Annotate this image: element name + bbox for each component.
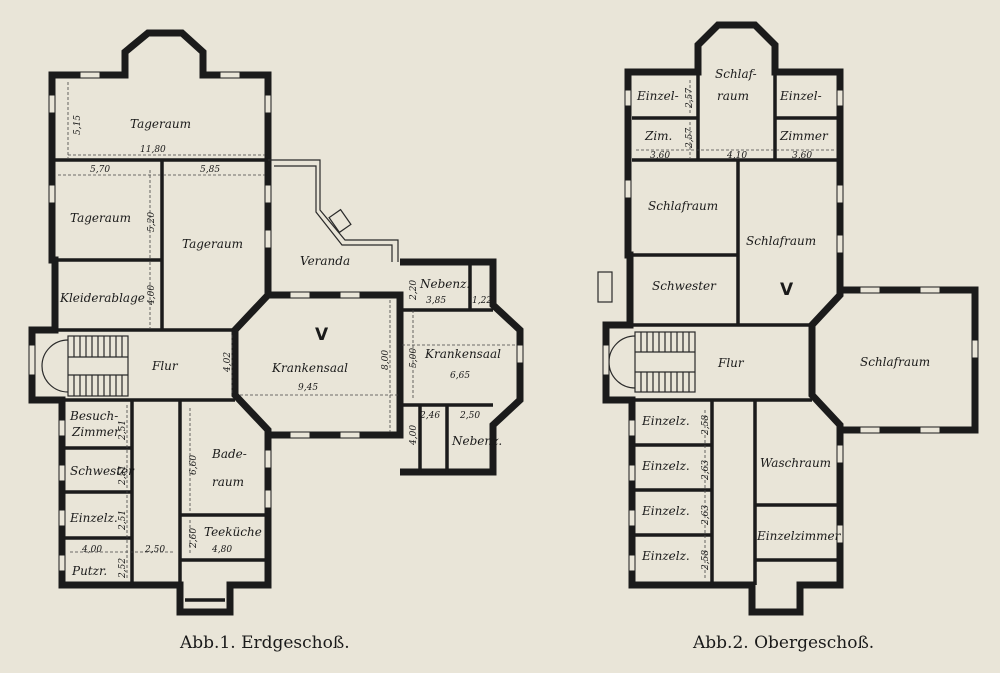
label-schlaf-2: raum bbox=[717, 89, 749, 103]
label-baderaum-2: raum bbox=[212, 475, 244, 489]
label-einzelz-2: Einzelz. bbox=[641, 459, 690, 473]
dim-5-70: 5,70 bbox=[90, 165, 110, 175]
label-schlafraum-1: Schlafraum bbox=[648, 199, 718, 213]
dim-2-51-a: 2,51 bbox=[118, 420, 128, 441]
label-v-upper: V bbox=[780, 280, 794, 300]
label-besuch-2: Zimmer bbox=[71, 425, 121, 439]
label-zimmer: Zimmer bbox=[779, 129, 829, 143]
label-kleiderablage: Kleiderablage bbox=[59, 291, 145, 305]
dim-4-00-vertical: 4,00 bbox=[147, 285, 157, 306]
dim-4-02: 4,02 bbox=[223, 352, 233, 373]
label-schlafraum-3: Schlafraum bbox=[860, 355, 930, 369]
label-flur-upper: Flur bbox=[717, 356, 745, 370]
dim-4-00: 4,00 bbox=[81, 545, 102, 555]
dim-2-57-b: 2,57 bbox=[685, 128, 695, 149]
dim-2-20: 2,20 bbox=[409, 280, 419, 301]
dim-4-00-east: 4,00 bbox=[409, 425, 419, 446]
label-nebenz-bottom: Nebenz. bbox=[451, 434, 502, 448]
upper-outer-wall bbox=[602, 21, 844, 616]
veranda-outline bbox=[268, 159, 399, 262]
label-einzelz-1: Einzelz. bbox=[641, 414, 690, 428]
label-zim: Zim. bbox=[644, 129, 672, 143]
dim-2-50-corridor: 2,50 bbox=[144, 545, 165, 555]
dim-11-80: 11,80 bbox=[140, 145, 166, 155]
plan-upper-floor: Schlaf- raum Einzel- Einzel- Zim. Zimmer… bbox=[597, 21, 979, 616]
label-krankensaal-east: Krankensaal bbox=[424, 347, 501, 361]
dim-6-60: 6,60 bbox=[189, 455, 199, 475]
dim-2-52: 2,52 bbox=[118, 558, 128, 579]
label-teekueche: Teeküche bbox=[204, 525, 262, 539]
dim-2-58-a: 2,58 bbox=[701, 415, 711, 436]
upper-windows bbox=[602, 89, 979, 572]
label-tageraum-3: Tageraum bbox=[182, 237, 243, 251]
dim-2-46: 2,46 bbox=[419, 411, 440, 421]
dim-1-22: 1,22 bbox=[472, 296, 492, 306]
dim-2-58-b: 2,58 bbox=[701, 550, 711, 571]
dim-5-85: 5,85 bbox=[200, 165, 220, 175]
label-tageraum-1: Tageraum bbox=[130, 117, 191, 131]
label-krankensaal-main: Krankensaal bbox=[271, 361, 348, 375]
dim-9-45: 9,45 bbox=[298, 383, 318, 393]
plan-ground-floor: Tageraum Tageraum Tageraum Kleiderablage… bbox=[28, 29, 524, 616]
dim-2-63-a: 2,63 bbox=[701, 460, 711, 481]
label-tageraum-2: Tageraum bbox=[70, 211, 131, 225]
label-einzel-right: Einzel- bbox=[779, 89, 822, 103]
label-schwester-upper: Schwester bbox=[652, 279, 717, 293]
dim-5-00: 5,00 bbox=[409, 348, 419, 368]
dim-4-10: 4,10 bbox=[726, 151, 747, 161]
ground-outer-wall bbox=[28, 29, 272, 616]
dim-3-60-left: 3,60 bbox=[650, 151, 670, 161]
ground-windows bbox=[28, 71, 524, 572]
label-einzelz-3: Einzelz. bbox=[641, 504, 690, 518]
label-schwester-ground: Schwester bbox=[70, 464, 135, 478]
label-nebenz-top: Nebenz. bbox=[419, 277, 470, 291]
dim-2-51-c: 2,51 bbox=[118, 510, 128, 531]
label-v-ground: V bbox=[315, 325, 329, 345]
caption-upper-floor: Abb.2. Obergeschoß. bbox=[692, 633, 874, 653]
dim-2-51-b: 2,51 bbox=[118, 465, 128, 486]
label-einzel-left: Einzel- bbox=[636, 89, 679, 103]
upper-east-wing-wall bbox=[840, 286, 979, 434]
label-einzelz-4: Einzelz. bbox=[641, 549, 690, 563]
label-putzr: Putzr. bbox=[71, 564, 107, 578]
label-flur-ground: Flur bbox=[151, 359, 179, 373]
label-einzelzimmer: Einzelzimmer bbox=[756, 529, 842, 543]
label-baderaum-1: Bade- bbox=[211, 447, 247, 461]
label-veranda: Veranda bbox=[300, 254, 350, 268]
label-besuch-1: Besuch- bbox=[69, 409, 118, 423]
label-einzelz-ground: Einzelz. bbox=[69, 511, 118, 525]
label-schlaf-1: Schlaf- bbox=[715, 67, 757, 81]
dim-8-00: 8,00 bbox=[381, 350, 391, 370]
caption-ground-floor: Abb.1. Erdgeschoß. bbox=[179, 633, 350, 653]
dim-5-20: 5,20 bbox=[147, 212, 157, 232]
label-waschraum: Waschraum bbox=[760, 456, 831, 470]
dim-2-60: 2,60 bbox=[189, 528, 199, 549]
dim-6-65: 6,65 bbox=[450, 371, 470, 381]
ground-central-ward-wall bbox=[268, 291, 404, 439]
ground-east-wing-wall bbox=[400, 258, 524, 476]
dim-4-80: 4,80 bbox=[211, 545, 232, 555]
dim-2-57-a: 2,57 bbox=[685, 88, 695, 109]
label-schlafraum-2: Schlafraum bbox=[746, 234, 816, 248]
dim-3-85: 3,85 bbox=[426, 296, 446, 306]
dim-2-63-b: 2,63 bbox=[701, 505, 711, 526]
dim-5-15: 5,15 bbox=[73, 115, 83, 135]
dim-3-60-right: 3,60 bbox=[792, 151, 812, 161]
dim-2-50-east: 2,50 bbox=[459, 411, 480, 421]
